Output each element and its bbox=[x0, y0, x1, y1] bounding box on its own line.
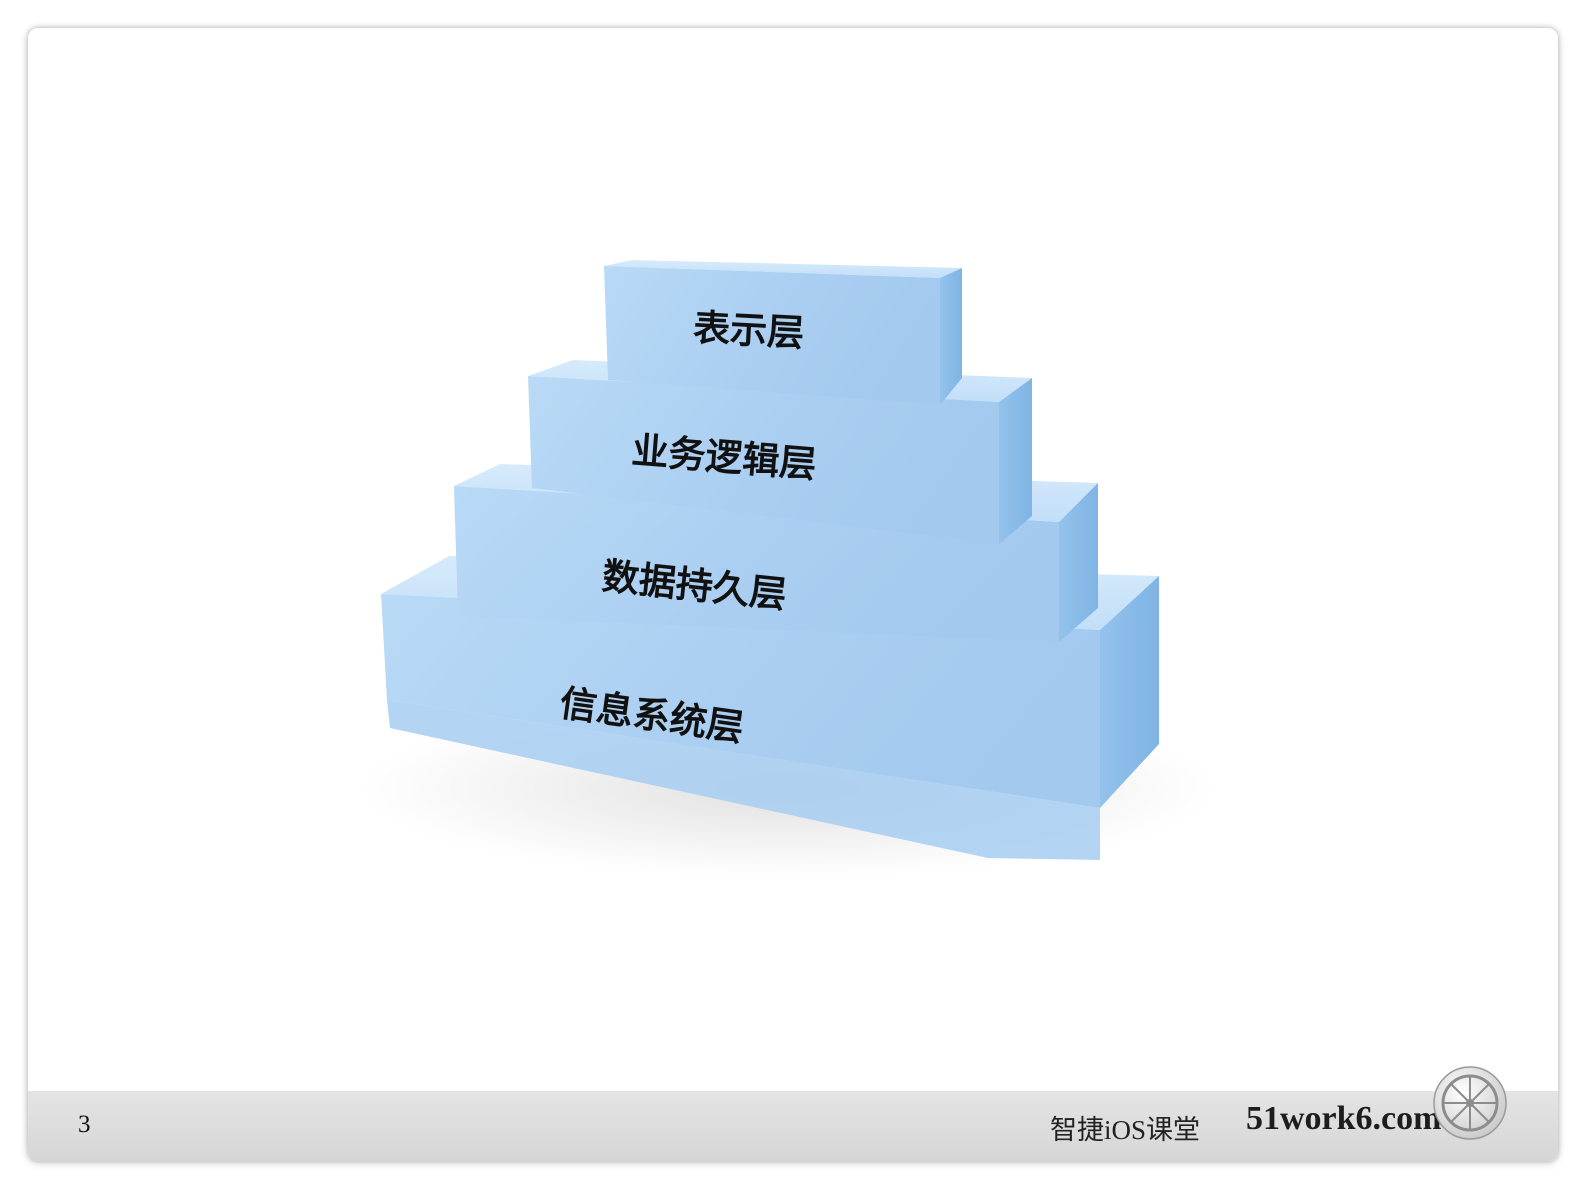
slide: 表示层 业务逻辑层 数据持久层 信息系统层 3 智捷iOS课堂 51work6.… bbox=[28, 28, 1558, 1161]
page-number: 3 bbox=[78, 1111, 91, 1138]
footer-bar: 3 智捷iOS课堂 51work6.com bbox=[28, 1066, 1558, 1161]
layer-1-front bbox=[604, 266, 940, 405]
layer-4-side bbox=[1100, 576, 1159, 808]
layer-3-side bbox=[1059, 483, 1098, 642]
layer-1-block bbox=[604, 260, 962, 405]
wheel-logo-icon bbox=[1433, 1066, 1507, 1140]
brand-name: 智捷iOS课堂 bbox=[1050, 1115, 1201, 1145]
brand-site-link[interactable]: 51work6.com bbox=[1246, 1100, 1442, 1137]
layer-4-front bbox=[381, 594, 1100, 808]
layer-4-front-bottom-glow bbox=[387, 700, 1100, 860]
layer-2-side bbox=[999, 378, 1032, 544]
layer-2-front bbox=[528, 376, 999, 544]
layer-1-top bbox=[604, 260, 962, 278]
layer-pyramid-diagram: 表示层 业务逻辑层 数据持久层 信息系统层 bbox=[358, 260, 1218, 878]
layer-1-side bbox=[940, 268, 962, 405]
layer-1-label: 表示层 bbox=[692, 306, 805, 355]
